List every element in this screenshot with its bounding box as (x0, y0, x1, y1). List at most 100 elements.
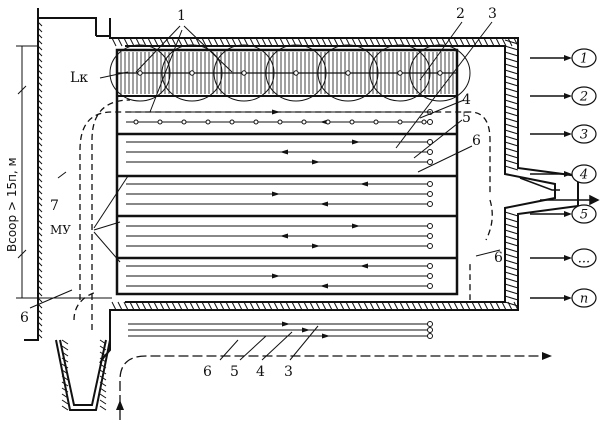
wall-tick (99, 369, 107, 375)
flow-arrow (280, 233, 288, 239)
wall-tick (504, 223, 519, 229)
row-circle (253, 119, 259, 125)
wall-tick (61, 351, 69, 357)
inlet-arrow-head (564, 211, 572, 217)
wall-tick (504, 289, 519, 295)
row-circle (133, 119, 139, 125)
wall-tick (195, 37, 201, 47)
wall-tick (504, 241, 519, 247)
wall-tick (504, 93, 519, 99)
wall-tick (135, 301, 141, 311)
wall-tick (195, 301, 201, 311)
wall-tick (37, 57, 43, 63)
wall-tick (37, 249, 43, 255)
wall-tick (37, 171, 43, 177)
wall-tick (37, 135, 43, 141)
wall-tick (123, 301, 129, 311)
inlet-arrow-head (564, 295, 572, 301)
wall-tick (37, 153, 43, 159)
wall-hatching (37, 21, 519, 411)
wall-tick (504, 63, 519, 69)
wall-tick (261, 37, 267, 47)
wall-tick (37, 315, 43, 321)
wall-tick (387, 37, 393, 47)
wall-tick (147, 301, 153, 311)
wall-tick (99, 405, 107, 411)
bottom-label-3: 3 (284, 364, 293, 380)
inlet-arrow-head (564, 171, 572, 177)
wall-tick (417, 37, 423, 47)
wall-tick (504, 75, 519, 81)
wall-tick (309, 37, 315, 47)
leader-lines (29, 21, 501, 361)
wall-tick (171, 37, 177, 47)
end-circle (427, 283, 433, 289)
wall-tick (61, 375, 69, 381)
wall-tick (183, 37, 189, 47)
inlet-item: 4 (530, 164, 597, 184)
wall-tick (37, 267, 43, 273)
flow-rows (126, 109, 433, 289)
inlet-circle (571, 248, 597, 268)
wall-tick (37, 105, 43, 111)
wall-tick (327, 301, 333, 311)
wall-tick (273, 301, 279, 311)
wall-tick (351, 37, 357, 47)
wall-tick (37, 165, 43, 171)
wall-tick (61, 357, 69, 363)
wall-tick (411, 37, 417, 47)
wall-tick (381, 301, 387, 311)
wall-tick (255, 301, 261, 311)
wall-tick (249, 37, 255, 47)
wall-tick (37, 141, 43, 147)
inlet-circle (571, 164, 597, 184)
wall-tick (147, 37, 153, 47)
flow-arrow (320, 201, 328, 207)
label-6-upper: 6 (472, 133, 481, 149)
wall-tick (363, 37, 369, 47)
label-1: 1 (177, 8, 186, 24)
row-circle (229, 119, 235, 125)
wall-tick (504, 111, 519, 117)
wall-tick (37, 159, 43, 165)
inlet-arrow-head (564, 93, 572, 99)
row-circle (205, 119, 211, 125)
wall-tick (411, 301, 417, 311)
wall-tick (504, 265, 519, 271)
bottom-label-5: 5 (230, 364, 239, 380)
nozzle-circle (397, 70, 403, 76)
wall-tick (504, 253, 519, 259)
label-lk: Lк (70, 70, 88, 86)
flow-arrow (280, 149, 288, 155)
wall-tick (111, 301, 117, 311)
row-circle (421, 119, 427, 125)
wall-tick (37, 213, 43, 219)
wall-tick (267, 301, 273, 311)
wall-tick (504, 147, 519, 153)
label-4: 4 (462, 92, 471, 108)
wall-tick (201, 301, 207, 311)
inlet-number: 5 (580, 208, 588, 223)
wall-tick (111, 37, 117, 47)
wall-tick (513, 301, 519, 311)
wall-tick (129, 37, 135, 47)
wall-tick (291, 301, 297, 311)
wall-tick (417, 301, 423, 311)
wall-tick (504, 247, 519, 253)
wall-tick (504, 117, 519, 123)
wall-tick (243, 301, 249, 311)
inlet-circle (571, 86, 597, 106)
inlet-number: 1 (580, 52, 588, 67)
flow-arrow (312, 243, 320, 249)
top-zone-hatching (117, 52, 457, 94)
flow-arrow (360, 181, 368, 187)
bottom-arrow (322, 333, 330, 339)
inlet-arrow-head (564, 131, 572, 137)
wall-tick (303, 37, 309, 47)
wall-tick (37, 81, 43, 87)
wall-tick (363, 301, 369, 311)
wall-tick (37, 183, 43, 189)
bottom-end-circle (427, 333, 433, 339)
bottom-flow-lines (128, 321, 433, 339)
bottom-label-6: 6 (203, 364, 212, 380)
